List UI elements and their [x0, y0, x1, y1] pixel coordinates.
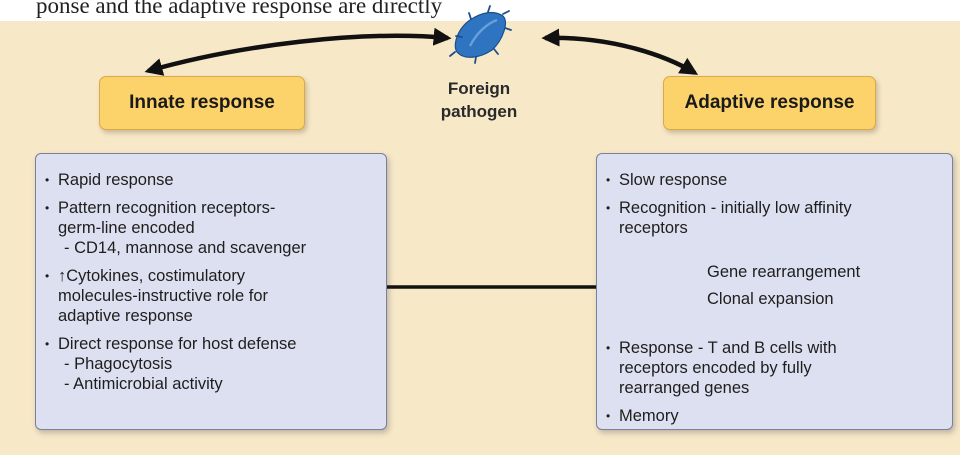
gene-rearrangement-label: Gene rearrangement	[707, 263, 861, 281]
bullet-sub-line: - Phagocytosis	[64, 355, 173, 373]
bullet-line: rearranged genes	[619, 379, 750, 397]
caption-strip: ponse and the adaptive response are dire…	[0, 0, 960, 21]
adaptive-bullet-slow: Slow response	[606, 170, 946, 190]
bullet-line: ↑Cytokines, costimulatory	[58, 267, 246, 285]
innate-bullet-direct-response: Direct response for host defense - Phago…	[45, 334, 380, 394]
bullet-line: Pattern recognition receptors-	[58, 199, 276, 217]
adaptive-bullet-memory: Memory	[606, 406, 946, 426]
foreign-pathogen-label: Foreign pathogen	[420, 77, 538, 123]
bullet-line: Rapid response	[58, 171, 174, 189]
innate-response-title: Innate response	[99, 76, 305, 130]
innate-bullet-rapid: Rapid response	[45, 170, 380, 190]
adaptive-bullet-recognition: Recognition - initially low affinity rec…	[606, 198, 946, 238]
clonal-expansion-label: Clonal expansion	[707, 290, 834, 308]
right-curved-arrow	[541, 28, 699, 75]
adaptive-bullet-list-top: Slow response Recognition - initially lo…	[606, 170, 946, 246]
innate-bullet-pattern-recognition: Pattern recognition receptors- germ-line…	[45, 198, 380, 258]
bullet-line: Response - T and B cells with	[619, 339, 837, 357]
pathogen-icon	[449, 5, 512, 64]
bullet-sub-line: - CD14, mannose and scavenger	[64, 239, 307, 257]
adaptive-response-title: Adaptive response	[663, 76, 876, 130]
bullet-line: adaptive response	[58, 307, 193, 325]
innate-bullet-list: Rapid response Pattern recognition recep…	[45, 170, 380, 402]
bullet-line: molecules-instructive role for	[58, 287, 268, 305]
bullet-line: germ-line encoded	[58, 219, 195, 237]
bullet-sub-line: - Antimicrobial activity	[64, 375, 223, 393]
adaptive-bullet-t-b-cells: Response - T and B cells with receptors …	[606, 338, 946, 398]
bullet-line: Direct response for host defense	[58, 335, 297, 353]
bullet-line: receptors	[619, 219, 688, 237]
bullet-line: Recognition - initially low affinity	[619, 199, 852, 217]
left-curved-arrow	[144, 27, 452, 76]
bullet-line: Slow response	[619, 171, 728, 189]
adaptive-bullet-list-bottom: Response - T and B cells with receptors …	[606, 338, 946, 434]
caption-fragment: ponse and the adaptive response are dire…	[36, 0, 443, 18]
bullet-line: Memory	[619, 407, 679, 425]
bullet-line: receptors encoded by fully	[619, 359, 812, 377]
pathogen-label-line-1: Foreign	[447, 79, 511, 98]
innate-bullet-cytokines: ↑Cytokines, costimulatory molecules-inst…	[45, 266, 380, 326]
pathogen-label-line-2: pathogen	[440, 102, 518, 121]
